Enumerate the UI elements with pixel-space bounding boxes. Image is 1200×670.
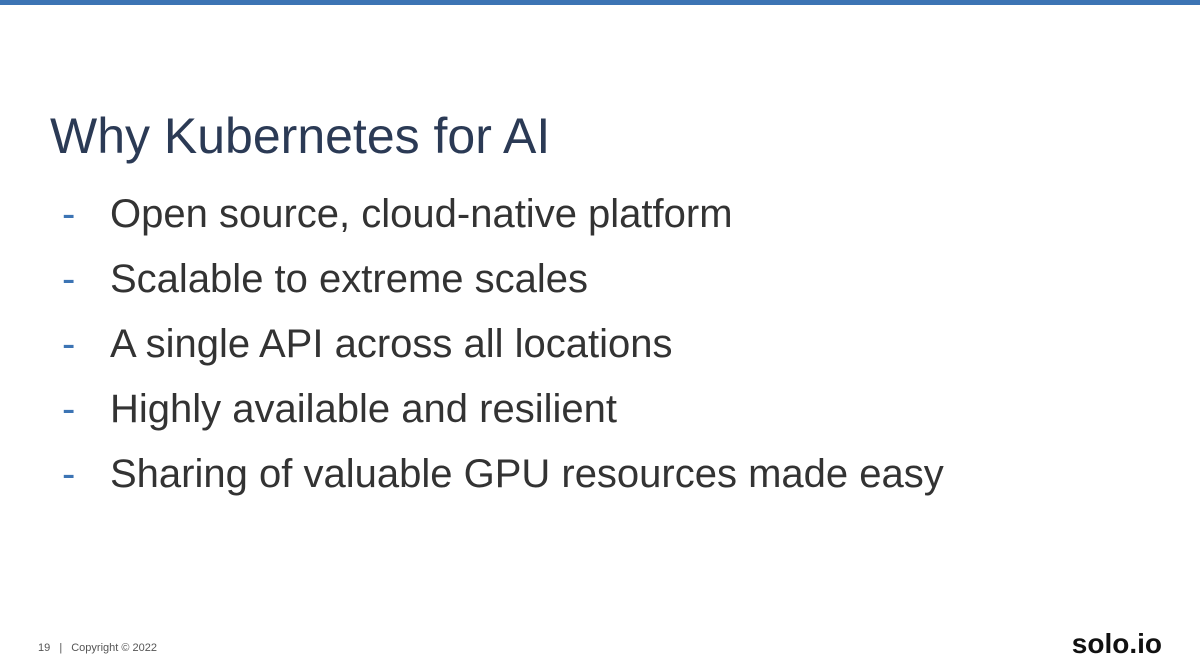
bullet-item: - Scalable to extreme scales bbox=[62, 251, 944, 316]
bullet-list: - Open source, cloud-native platform - S… bbox=[62, 186, 944, 511]
footer-separator: | bbox=[59, 642, 63, 654]
bullet-marker: - bbox=[62, 322, 76, 366]
copyright-text: Copyright © 2022 bbox=[71, 642, 157, 654]
bullet-text: Sharing of valuable GPU resources made e… bbox=[110, 452, 944, 496]
bullet-text: A single API across all locations bbox=[110, 322, 673, 366]
bullet-item: - Highly available and resilient bbox=[62, 381, 944, 446]
bullet-text: Scalable to extreme scales bbox=[110, 257, 589, 301]
bullet-marker: - bbox=[62, 192, 76, 236]
bullet-item: - Open source, cloud-native platform bbox=[62, 186, 944, 251]
bullet-item: - Sharing of valuable GPU resources made… bbox=[62, 446, 944, 511]
bullet-marker: - bbox=[62, 257, 76, 301]
bullet-text: Open source, cloud-native platform bbox=[110, 192, 733, 236]
bullet-text: Highly available and resilient bbox=[110, 387, 617, 431]
top-accent-bar bbox=[0, 0, 1200, 5]
slide-title: Why Kubernetes for AI bbox=[50, 108, 551, 164]
slide-footer: 19 | Copyright © 2022 bbox=[38, 641, 157, 655]
bullet-item: - A single API across all locations bbox=[62, 316, 944, 381]
solo-io-logo: solo.io bbox=[1071, 628, 1162, 659]
bullet-marker: - bbox=[62, 452, 76, 496]
page-number: 19 bbox=[38, 642, 51, 654]
bullet-marker: - bbox=[62, 387, 76, 431]
